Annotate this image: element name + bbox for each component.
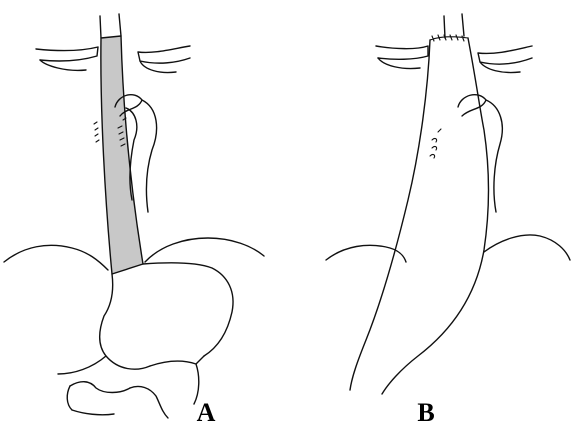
panel-a-drawing [4, 14, 264, 418]
esophagus-stump-b [444, 14, 464, 38]
gastric-tube-right-wall [382, 38, 489, 394]
diaphragm-right-b [484, 235, 570, 260]
panel-label-a: A [186, 398, 226, 428]
stomach-a [58, 263, 233, 418]
clavicles-b [376, 46, 532, 73]
diaphragm-right-a [145, 238, 264, 262]
anastomosis-staples [430, 35, 468, 41]
panel-b-drawing [326, 14, 570, 394]
diaphragm-left-a [4, 245, 108, 270]
gastric-tube-left-wall [350, 40, 430, 390]
shaded-esophagus-segment [101, 36, 143, 274]
panel-label-b: B [406, 398, 446, 428]
suture-marks-b [430, 129, 441, 158]
esophagus-stump-a [100, 14, 121, 38]
